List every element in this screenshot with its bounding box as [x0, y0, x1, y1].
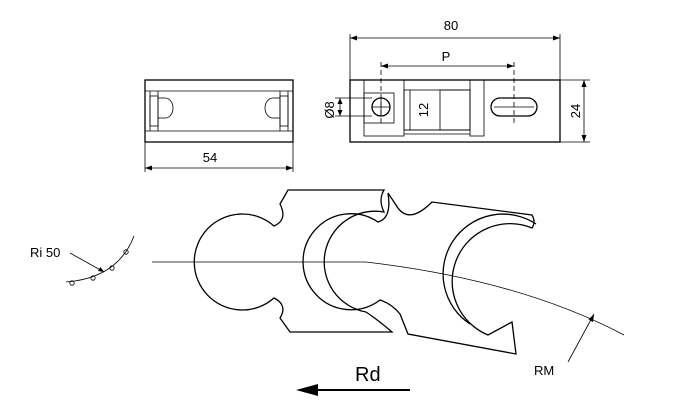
- dim-24-label: 24: [568, 104, 583, 118]
- dim-80-label: 80: [444, 18, 458, 33]
- rd-label: Rd: [355, 364, 381, 386]
- dim-p-label: P: [442, 49, 451, 64]
- side-view: 54: [144, 79, 294, 172]
- rm-label: RM: [534, 363, 554, 378]
- chain-links: [152, 189, 625, 355]
- dim-12-label: 12: [416, 103, 431, 117]
- track-curve: [365, 261, 625, 336]
- chain-link-middle: [302, 192, 535, 355]
- front-view-outline: [349, 79, 561, 143]
- front-view: 80 P 24 Ø8 12: [322, 18, 590, 143]
- slot: [490, 97, 538, 117]
- ri50-label: Ri 50: [30, 245, 60, 260]
- side-view-outline: [144, 79, 294, 143]
- dim-hole-label: Ø8: [322, 101, 337, 118]
- ri50-detail: Ri 50: [30, 235, 135, 286]
- dim-54-label: 54: [203, 150, 217, 165]
- arrow-head-icon: [296, 384, 318, 396]
- rm-leader: RM: [534, 313, 595, 378]
- chain-link-left: [193, 189, 394, 333]
- ri50-arc: [65, 235, 135, 283]
- direction-arrow: Rd: [296, 364, 410, 396]
- chain-link-right: [442, 213, 537, 325]
